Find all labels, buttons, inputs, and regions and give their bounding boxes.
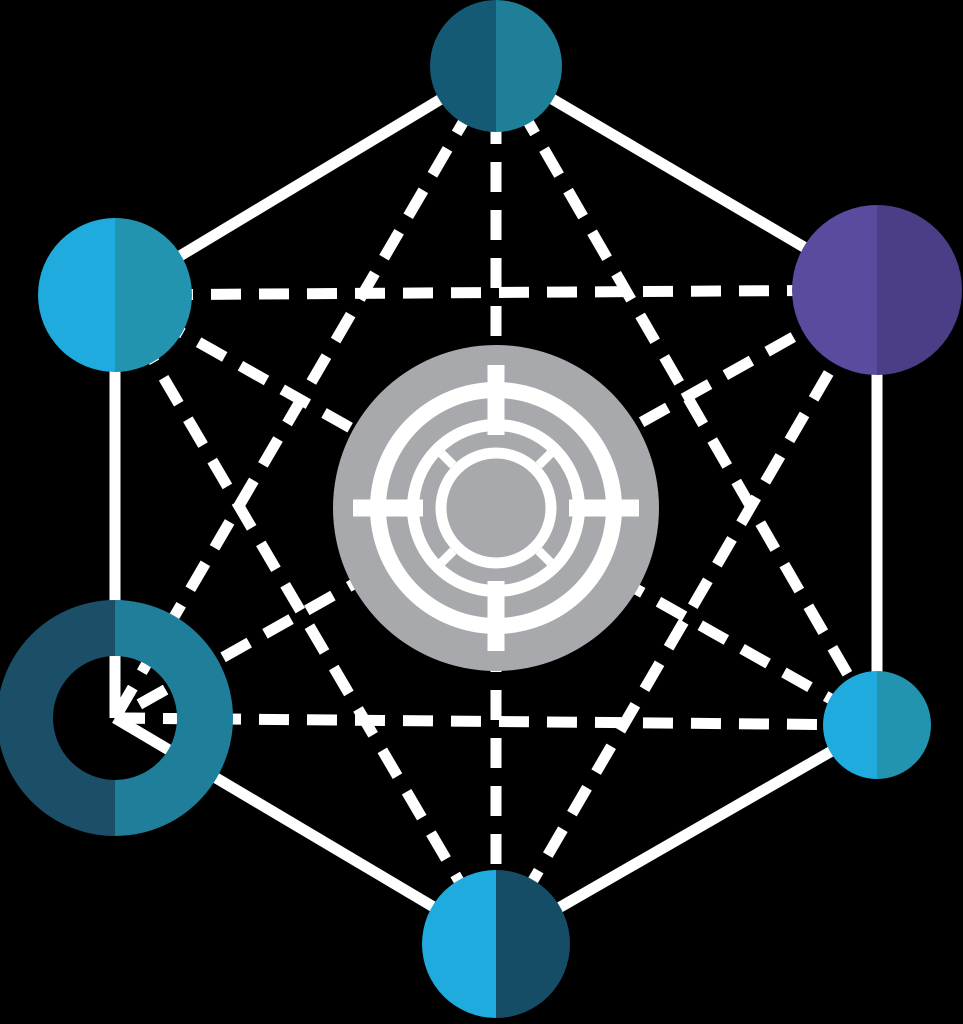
node-lower-left-donut-left-half xyxy=(0,600,115,836)
node-lower-left-donut[interactable] xyxy=(0,600,233,836)
node-upper-right-left-half xyxy=(792,205,877,375)
hub-spoke-2 xyxy=(438,547,457,566)
node-upper-left-right-half xyxy=(115,218,192,372)
center-target-hub[interactable] xyxy=(333,345,659,671)
node-bottom-left-half xyxy=(422,870,496,1018)
hub-spoke-4 xyxy=(535,450,554,469)
node-top-left-half xyxy=(430,0,496,132)
hub-spoke-3 xyxy=(438,450,457,469)
inner-ring xyxy=(435,447,557,569)
node-upper-right[interactable] xyxy=(792,205,962,375)
node-bottom[interactable] xyxy=(422,870,570,1018)
edge-upper-right-to-bottom xyxy=(491,287,882,947)
hub-spoke-1 xyxy=(535,547,554,566)
node-lower-right-left-half xyxy=(823,671,877,779)
node-top[interactable] xyxy=(430,0,562,132)
node-top-right-half xyxy=(496,0,562,132)
edge-upper-left-to-bottom xyxy=(110,292,501,947)
node-upper-left-left-half xyxy=(38,218,115,372)
edge-lower-left-to-lower-right xyxy=(114,712,878,731)
edge-upper-left-to-upper-right xyxy=(114,284,878,301)
node-upper-left[interactable] xyxy=(38,218,192,372)
node-upper-right-right-half xyxy=(877,205,962,375)
edge-top-to-lower-right xyxy=(491,63,882,728)
node-lower-left-donut-right-half xyxy=(115,600,233,836)
node-bottom-right-half xyxy=(496,870,570,1018)
crosshair-target-icon xyxy=(353,365,639,651)
hub-layer[interactable] xyxy=(333,345,659,671)
node-lower-right[interactable] xyxy=(823,671,931,779)
node-lower-right-right-half xyxy=(877,671,931,779)
edge-top-to-lower-left xyxy=(110,63,501,721)
